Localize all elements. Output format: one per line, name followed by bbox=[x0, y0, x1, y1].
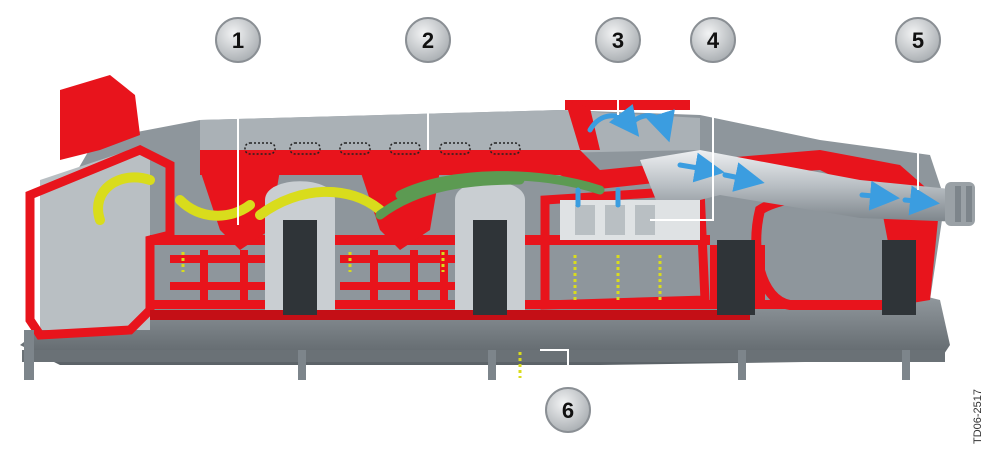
callout-6-label: 6 bbox=[562, 398, 574, 423]
support-columns bbox=[265, 181, 916, 315]
yellow-flow-arrows bbox=[93, 172, 385, 225]
green-flow-arrows bbox=[375, 171, 605, 220]
callout-1-label: 1 bbox=[232, 28, 244, 53]
left-end-housing bbox=[40, 75, 150, 330]
red-cut-sections bbox=[25, 100, 940, 340]
blue-flow-arrows bbox=[575, 103, 940, 216]
yellow-drip-arrows bbox=[181, 252, 662, 378]
callout-3-label: 3 bbox=[612, 28, 624, 53]
callout-4: 4 bbox=[690, 17, 736, 63]
callout-5-label: 5 bbox=[912, 28, 924, 53]
leader-lines bbox=[237, 62, 919, 385]
document-id: TD06-2517 bbox=[972, 388, 984, 444]
callout-2-label: 2 bbox=[422, 28, 434, 53]
callout-1: 1 bbox=[215, 17, 261, 63]
dotted-flow-arrows bbox=[244, 142, 521, 155]
callout-3: 3 bbox=[595, 17, 641, 63]
callout-5: 5 bbox=[895, 17, 941, 63]
callout-4-label: 4 bbox=[707, 28, 720, 53]
callout-6: 6 bbox=[545, 387, 591, 433]
callout-2: 2 bbox=[405, 17, 451, 63]
mounting-bolts bbox=[24, 330, 910, 380]
